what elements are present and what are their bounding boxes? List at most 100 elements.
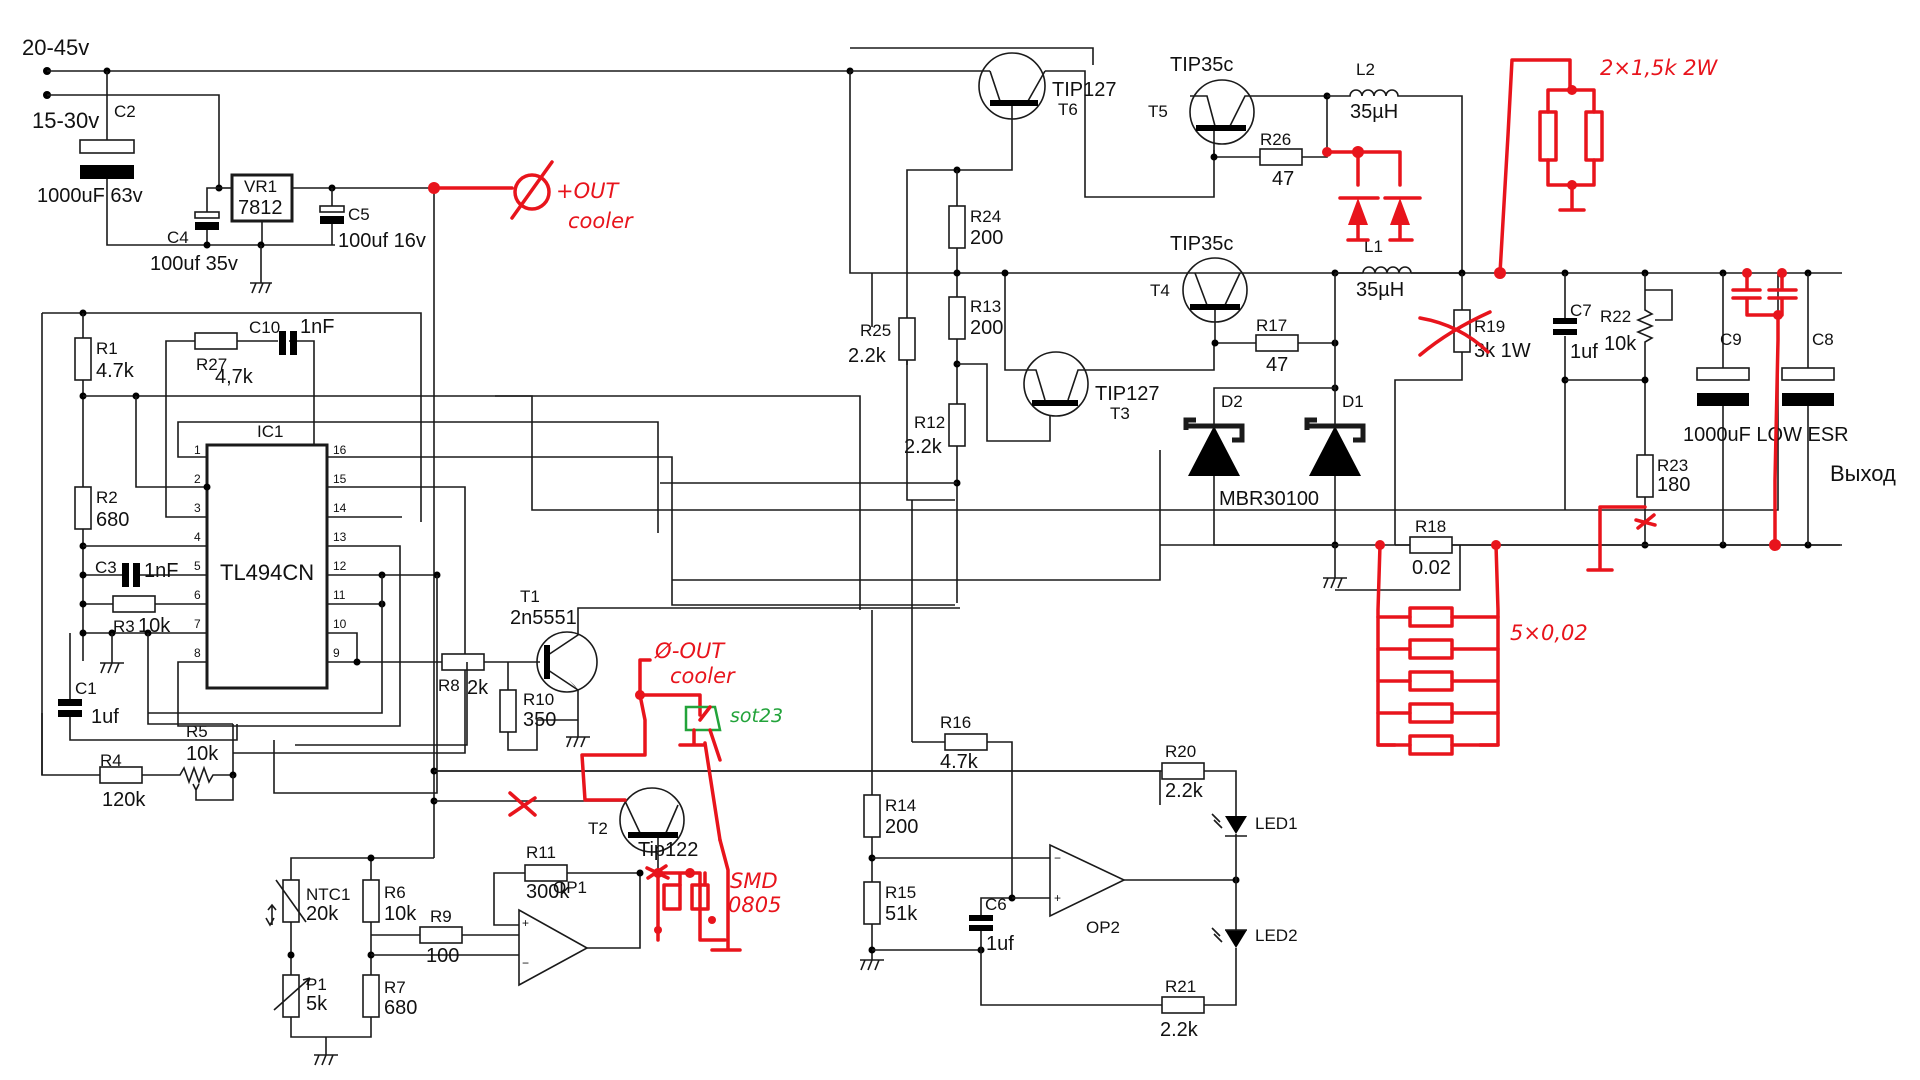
led2-ref: LED2 (1255, 926, 1298, 945)
c7-ref: C7 (1570, 301, 1592, 320)
ground-icon (251, 282, 271, 294)
ntc1-ref: NTC1 (306, 885, 350, 904)
shunt-resistor (1408, 670, 1454, 692)
r6-ref: R6 (384, 883, 406, 902)
annotation-smd: SMD (730, 869, 778, 893)
r25-ref: R25 (860, 321, 891, 340)
r23-value: 180 (1657, 474, 1690, 496)
shunt-resistor (1408, 638, 1454, 660)
t6-value: TIP127 (1052, 79, 1116, 101)
r10-value: 350 (523, 709, 556, 731)
r9-ref: R9 (430, 907, 452, 926)
r27-ref: R27 (196, 355, 227, 374)
c9-plate-negative (1697, 393, 1749, 406)
annotation-0805: 0805 (728, 893, 781, 917)
r23-ref: R23 (1657, 456, 1688, 475)
d1-ref: D1 (1342, 392, 1364, 411)
annotation-plus-out: +OUT (556, 179, 620, 203)
r9-resistor (419, 926, 463, 944)
r10-ref: R10 (523, 690, 554, 709)
input-high-label: 20-45v (22, 35, 89, 60)
caps-value: 1000uF LOW ESR (1683, 424, 1849, 446)
t6-ref: T6 (1058, 100, 1078, 119)
d2-ref: D2 (1221, 392, 1243, 411)
svg-text:−: − (522, 956, 529, 970)
c8-ref: C8 (1812, 330, 1834, 349)
r3-resistor (112, 595, 156, 613)
shunt-resistor (1408, 702, 1454, 724)
ic1-pin-6: 6 (194, 588, 201, 602)
r22-potentiometer (1635, 273, 1673, 545)
r22-ref: R22 (1600, 307, 1631, 326)
r11-ref: R11 (526, 843, 556, 862)
r3-value: 10k (138, 615, 171, 637)
r15-value: 51k (885, 903, 918, 925)
r13-ref: R13 (970, 297, 1001, 316)
ic1-pin-5: 5 (194, 559, 201, 573)
c8-plate-positive (1781, 367, 1835, 381)
r20-value: 2.2k (1165, 780, 1204, 802)
r3-ref: R3 (113, 617, 135, 636)
r25-resistor (898, 317, 916, 361)
p1-value: 5k (306, 993, 328, 1015)
r8-value: 2k (467, 677, 489, 699)
led1 (1211, 813, 1247, 880)
ic1-pin-10: 10 (333, 617, 347, 631)
ic1-pin-7: 7 (194, 617, 201, 631)
annotation-cooler-top: cooler (568, 209, 634, 233)
r17-ref: R17 (1256, 316, 1287, 335)
annotation-shunt: 5×0,02 (1510, 621, 1588, 645)
r14-resistor (863, 794, 881, 838)
led2 (1211, 880, 1247, 948)
c4-value: 100uf 35v (150, 253, 238, 275)
r18-resistor (1409, 536, 1453, 554)
r13-resistor (948, 296, 966, 340)
r25-value: 2.2k (848, 345, 887, 367)
r27-value: 4,7k (215, 366, 254, 388)
red-annotations: +OUT cooler 2×1,5k 2W 5×0,02 Ø-OUT coole (428, 56, 1798, 952)
op1-ref: OP1 (553, 878, 587, 897)
ic1-pin-11: 11 (333, 588, 346, 602)
ic1-pin-4: 4 (194, 530, 201, 544)
r24-ref: R24 (970, 207, 1001, 226)
r27-resistor (194, 332, 238, 350)
r16-value: 4.7k (940, 751, 979, 773)
ic1-pin-9: 9 (333, 646, 340, 660)
ic1-pin-14: 14 (333, 501, 347, 515)
t3-ref: T3 (1110, 404, 1130, 423)
p1-ref: P1 (306, 975, 327, 994)
r19-ref: R19 (1474, 317, 1505, 336)
r7-resistor (362, 974, 380, 1018)
c2-plate-negative (80, 165, 134, 179)
c7-value: 1uf (1570, 341, 1598, 363)
ic1-ref: IC1 (257, 422, 283, 441)
r16-resistor (944, 733, 988, 751)
r4-value: 120k (102, 789, 146, 811)
ic1-pin-16: 16 (333, 443, 347, 457)
ic1-value: TL494CN (220, 560, 314, 585)
led1-ref: LED1 (1255, 814, 1298, 833)
vr1-value: 7812 (238, 197, 283, 219)
output-label: Выход (1830, 461, 1896, 486)
t1-transistor (536, 631, 598, 693)
r4-ref: R4 (100, 751, 122, 770)
r18-ref: R18 (1415, 517, 1446, 536)
t2-value: Tip122 (638, 839, 698, 861)
power-stage-section: TIP127 T6 R24 200 R13 200 R12 2.2k R25 2… (495, 47, 1896, 603)
r6-resistor (362, 879, 380, 923)
d1-diode (1304, 417, 1366, 476)
l2-value: 35µH (1350, 101, 1398, 123)
r1-resistor (74, 337, 92, 381)
r8-ref: R8 (438, 676, 460, 695)
annotation-parallel-load: 2×1,5k 2W (1600, 56, 1719, 80)
c2-value: 1000uF 63v (37, 185, 143, 207)
r21-value: 2.2k (1160, 1019, 1199, 1041)
t5-value: TIP35c (1170, 54, 1233, 76)
t3-transistor (1023, 351, 1089, 417)
shunt-resistor (1408, 606, 1454, 628)
diodes-value: MBR30100 (1219, 488, 1319, 510)
r7-value: 680 (384, 997, 417, 1019)
r11-value: 300k (526, 881, 570, 903)
r14-ref: R14 (885, 796, 916, 815)
